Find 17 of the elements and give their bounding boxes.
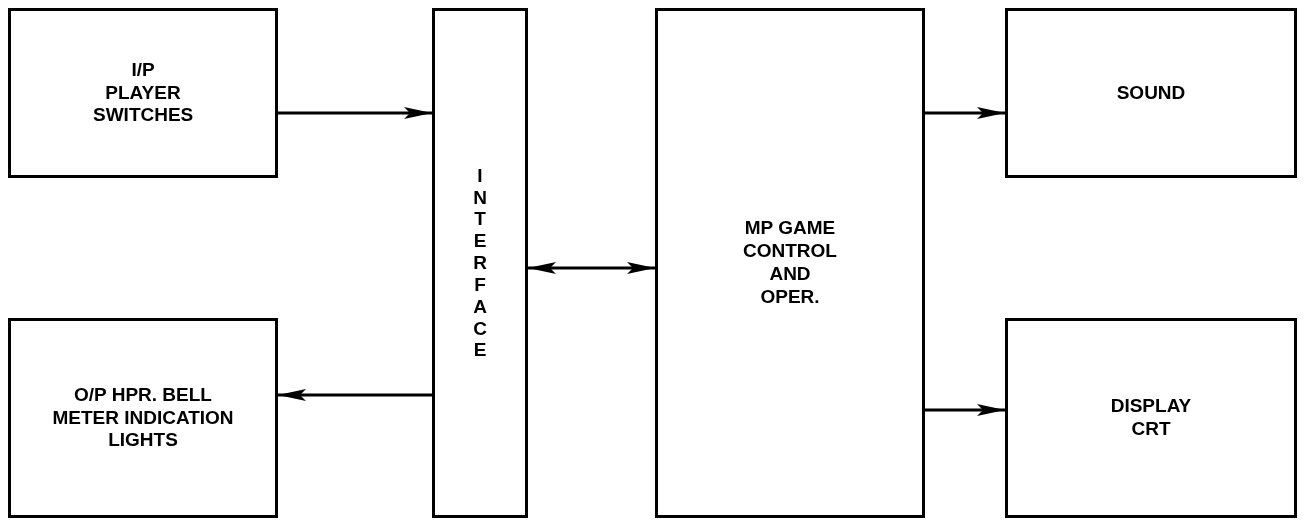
arrow [278,389,432,401]
arrow [528,262,655,274]
arrow [925,404,1005,416]
block-box [1005,8,1297,178]
block-box [1005,318,1297,518]
block-label: I/P PLAYER SWITCHES [93,58,193,128]
block-label: SOUND [1116,81,1186,105]
block-label: INTERFACE [472,164,488,362]
arrow [278,107,432,119]
arrow [925,107,1005,119]
block-label: DISPLAY CRT [1109,395,1193,441]
block-box [8,8,278,178]
block-label: MP GAME CONTROL AND OPER. [742,217,838,309]
block-box [8,318,278,518]
interface-bar [432,8,528,518]
block-label: O/P HPR. BELL METER INDICATION LIGHTS [51,383,235,453]
block-box [655,8,925,518]
